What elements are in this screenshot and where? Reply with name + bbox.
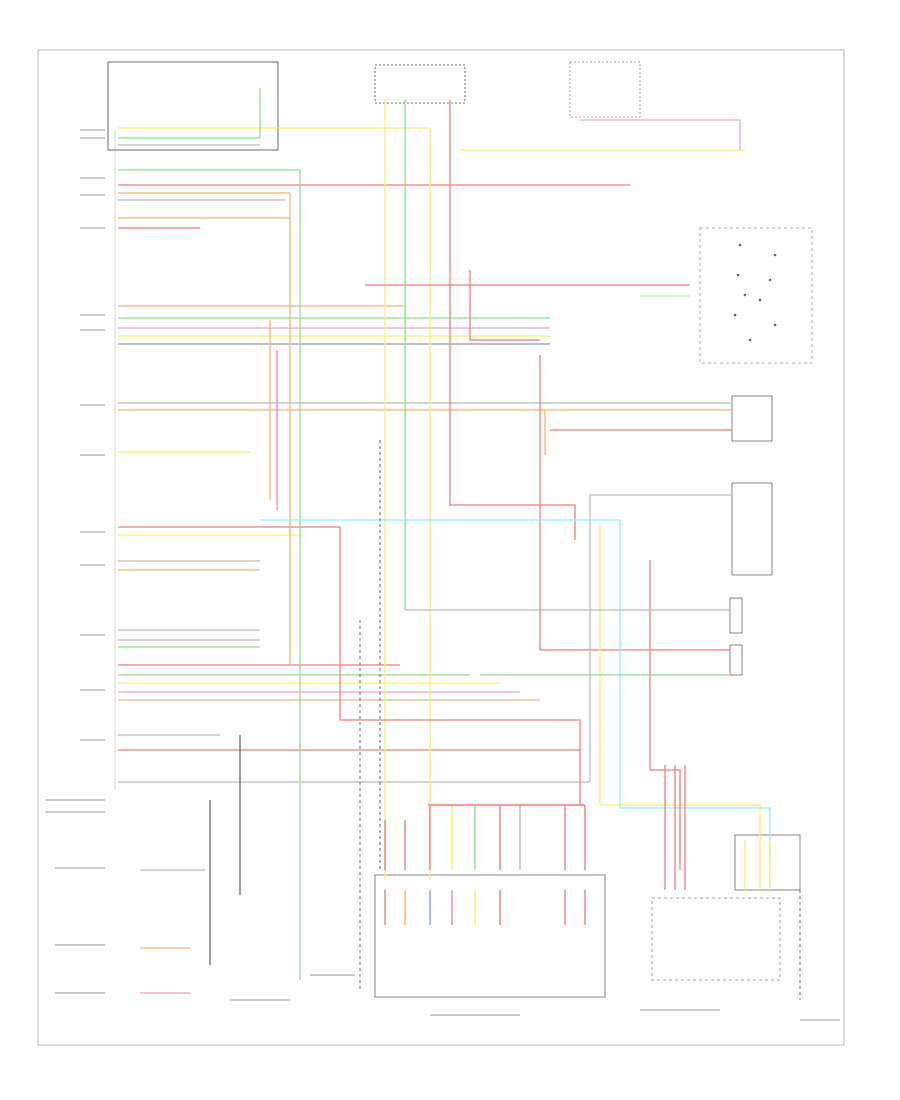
- tr-sensor-wires: [664, 765, 771, 890]
- transmission-range-connector: [699, 227, 813, 364]
- solenoid-connector-1: [729, 597, 743, 634]
- tps-connector-2: [731, 482, 773, 576]
- ignition-switch-box: [374, 64, 466, 104]
- transmission-connector-wires: [384, 804, 586, 925]
- lower-left-inputs: [140, 800, 211, 994]
- vss-box: [734, 834, 801, 891]
- transmission-body-box: [374, 874, 606, 998]
- pcm-top-box: [107, 61, 279, 151]
- tr-connector-pins: [733, 243, 777, 342]
- tps-connector-1: [731, 395, 773, 442]
- ground-wires: [359, 440, 801, 1000]
- pcm-wire-bundle: [118, 127, 732, 783]
- diagram-frame: [37, 49, 845, 1046]
- vertical-wires: [239, 88, 771, 980]
- fuse-box: [569, 61, 641, 118]
- component-boxes: [107, 61, 813, 998]
- solenoid-connector-2: [729, 644, 743, 676]
- tr-sensor-box: [651, 897, 781, 981]
- pin-label-marks: [45, 129, 840, 1021]
